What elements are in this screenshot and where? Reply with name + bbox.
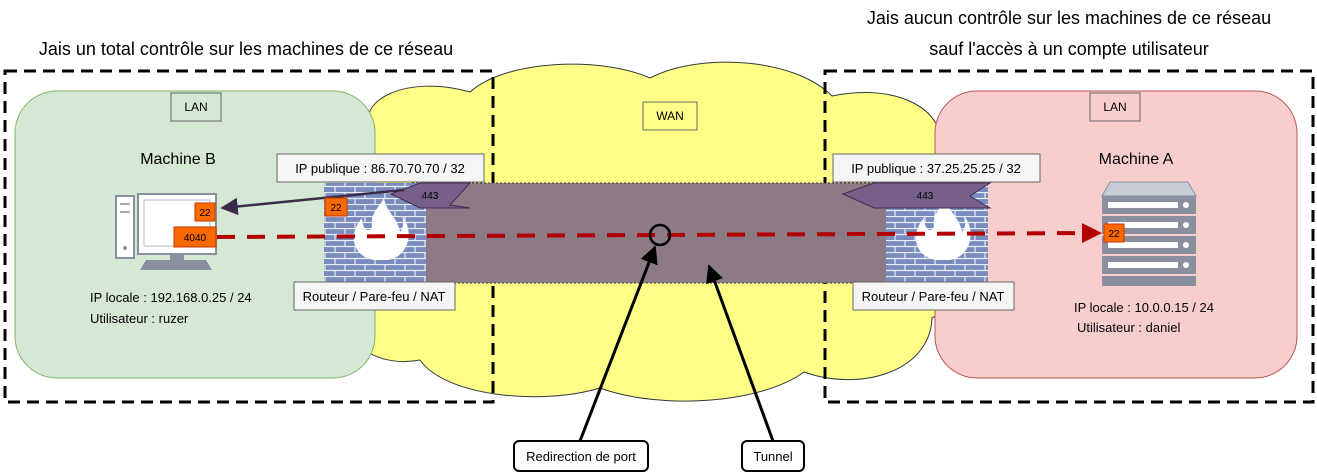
- server-rack-icon: [1101, 181, 1197, 286]
- left-lan-label: LAN: [170, 92, 222, 122]
- tunnel-flow-line: [216, 223, 1102, 244]
- right-router-label: Routeur / Pare-feu / NAT: [852, 281, 1015, 311]
- svg-text:Routeur / Pare-feu / NAT: Routeur / Pare-feu / NAT: [303, 289, 446, 304]
- machine-b-port-4040: 4040: [173, 226, 217, 248]
- machine-a-ip: IP locale : 10.0.0.15 / 24: [1074, 300, 1214, 315]
- port-redirect-callout-arrow: [578, 245, 658, 442]
- left-tunnel-port-arrow: 443: [389, 182, 472, 209]
- router-port-22: 22: [324, 197, 348, 217]
- right-heading-line2: sauf l'accès à un compte utilisateur: [929, 39, 1209, 59]
- machine-b-name: Machine B: [140, 151, 216, 168]
- svg-text:Routeur / Pare-feu / NAT: Routeur / Pare-feu / NAT: [862, 289, 1005, 304]
- machine-a-name: Machine A: [1099, 151, 1174, 168]
- port-forward-arrow: [220, 188, 405, 216]
- port-redirect-callout: Redirection de port: [513, 440, 649, 472]
- wan-label: WAN: [642, 101, 698, 131]
- svg-text:IP publique : 37.25.25.25 / 32: IP publique : 37.25.25.25 / 32: [851, 161, 1021, 176]
- right-tunnel-port-arrow: 443: [841, 182, 992, 209]
- port-redirect-marker: [648, 223, 672, 247]
- machine-b-port-22: 22: [194, 202, 216, 222]
- machine-b-user: Utilisateur : ruzer: [90, 311, 189, 326]
- left-public-ip-label: IP publique : 86.70.70.70 / 32: [276, 153, 485, 183]
- svg-text:22: 22: [1108, 229, 1120, 240]
- svg-text:WAN: WAN: [656, 109, 684, 123]
- svg-text:443: 443: [422, 191, 439, 202]
- tunnel-callout: Tunnel: [741, 440, 805, 472]
- right-heading-line1: Jais aucun contrôle sur les machines de …: [867, 8, 1271, 28]
- svg-text:Tunnel: Tunnel: [753, 449, 792, 464]
- svg-text:4040: 4040: [184, 233, 207, 244]
- machine-b-ip: IP locale : 192.168.0.25 / 24: [90, 290, 252, 305]
- svg-text:LAN: LAN: [184, 100, 207, 114]
- svg-text:LAN: LAN: [1103, 100, 1126, 114]
- left-heading: Jais un total contrôle sur les machines …: [39, 39, 453, 59]
- svg-text:IP publique : 86.70.70.70 / 32: IP publique : 86.70.70.70 / 32: [295, 161, 465, 176]
- svg-text:Redirection de port: Redirection de port: [526, 449, 636, 464]
- right-lan-label: LAN: [1089, 92, 1141, 122]
- svg-text:443: 443: [917, 191, 934, 202]
- left-router-label: Routeur / Pare-feu / NAT: [293, 281, 456, 311]
- right-public-ip-label: IP publique : 37.25.25.25 / 32: [832, 153, 1041, 183]
- svg-text:22: 22: [330, 203, 342, 214]
- tunnel-callout-arrow: [706, 264, 775, 442]
- machine-a-port-22: 22: [1103, 223, 1125, 243]
- tunnel-band: [411, 182, 893, 284]
- machine-a-user: Utilisateur : daniel: [1077, 320, 1180, 335]
- svg-text:22: 22: [199, 208, 211, 219]
